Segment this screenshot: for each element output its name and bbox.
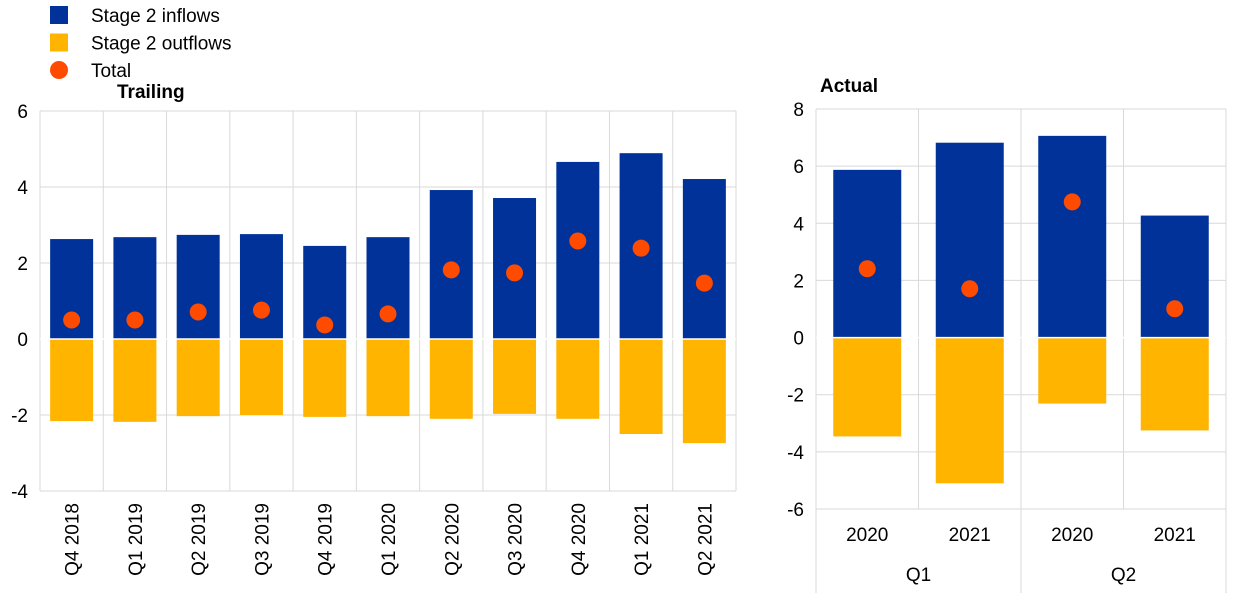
panel-trailing-xtick-label: Q4 2020: [569, 503, 590, 576]
panel-trailing-ytick-label: 6: [17, 102, 28, 123]
panel-trailing-xtick-label: Q3 2019: [252, 503, 273, 576]
panel-actual-xtick-label: 2021: [1154, 525, 1196, 546]
panel-trailing-point-total: [695, 274, 713, 292]
panel-actual-ytick-label: -2: [787, 386, 804, 407]
panel-actual-ytick-label: 8: [793, 100, 804, 121]
panel-trailing-point-total: [569, 232, 587, 250]
panel-trailing-bar-inflows: [239, 234, 283, 339]
legend-outflows-label: Stage 2 outflows: [91, 34, 231, 55]
panel-trailing-bar-outflows: [113, 339, 157, 422]
panel-actual-bar-inflows: [935, 142, 1004, 338]
legend-inflows-label: Stage 2 inflows: [91, 6, 220, 27]
panel-trailing-bar-outflows: [366, 339, 410, 417]
panel-trailing-xtick-label: Q1 2021: [632, 503, 653, 576]
panel-trailing-bar-outflows: [50, 339, 94, 422]
panel-actual-ytick-label: -4: [787, 443, 804, 464]
panel-trailing-ytick-label: 2: [17, 254, 28, 275]
legend-outflows-marker: [50, 33, 68, 52]
panel-actual-xtick-label: 2020: [846, 525, 888, 546]
panel-actual-bar-inflows: [1140, 215, 1209, 338]
panel-trailing-point-total: [442, 261, 460, 279]
panel-trailing-xtick-label: Q4 2019: [316, 503, 337, 576]
panel-actual-ytick-label: -6: [787, 500, 804, 521]
panel-trailing-xtick-label: Q1 2019: [126, 503, 147, 576]
panel-trailing-bar-inflows: [366, 237, 410, 339]
panel-trailing-xtick-label: Q1 2020: [379, 503, 400, 576]
legend-total-label: Total: [91, 61, 131, 82]
panel-trailing-bar-outflows: [682, 339, 726, 444]
panel-trailing-title: Trailing: [117, 82, 185, 103]
panel-trailing-xtick-label: Q4 2018: [63, 503, 84, 576]
panel-actual-bar-outflows: [935, 337, 1004, 484]
panel-actual-point-total: [1166, 300, 1184, 318]
panel-trailing-point-total: [126, 311, 144, 329]
panel-trailing-point-total: [379, 305, 397, 323]
panel-trailing-point-total: [506, 264, 524, 282]
panel-trailing-bar-outflows: [239, 339, 283, 415]
panel-trailing-ytick-label: -4: [11, 482, 28, 503]
panel-trailing-xtick-label: Q2 2020: [442, 503, 463, 576]
panel-trailing-ytick-label: -2: [11, 406, 28, 427]
panel-actual-xtick-label: 2020: [1051, 525, 1093, 546]
panel-actual-ytick-label: 0: [793, 329, 804, 350]
panel-actual-point-total: [1063, 193, 1081, 211]
panel-actual-point-total: [858, 260, 876, 278]
panel-trailing-point-total: [252, 301, 270, 319]
panel-trailing-ytick-label: 0: [17, 330, 28, 351]
panel-trailing-xtick-label: Q2 2019: [189, 503, 210, 576]
panel-trailing-bar-inflows: [176, 234, 220, 339]
panel-actual-point-total: [961, 280, 979, 298]
legend-inflows-marker: [50, 6, 68, 24]
panel-trailing-bar-outflows: [429, 339, 473, 419]
panel-actual-bar-outflows: [1038, 337, 1107, 404]
panel-trailing-point-total: [632, 239, 650, 257]
panel-trailing-bar-inflows: [556, 161, 600, 339]
panel-trailing-point-total: [63, 311, 81, 329]
panel-trailing-xtick-label: Q2 2021: [695, 503, 716, 576]
panel-trailing-ytick-label: 4: [17, 178, 28, 199]
panel-trailing-bar-outflows: [556, 339, 600, 419]
panel-actual-ytick-label: 4: [793, 214, 804, 235]
panel-actual-group-label: Q2: [1111, 565, 1136, 586]
panel-actual-ytick-label: 6: [793, 157, 804, 178]
legend-total-marker: [50, 61, 68, 79]
panel-actual-xtick-label: 2021: [949, 525, 991, 546]
panel-trailing-bar-inflows: [682, 179, 726, 339]
panel-trailing-point-total: [189, 303, 207, 321]
panel-trailing-point-total: [316, 316, 334, 334]
panel-actual-group-label: Q1: [906, 565, 931, 586]
panel-actual-bar-inflows: [833, 169, 902, 338]
panel-actual-ytick-label: 2: [793, 271, 804, 292]
panel-actual-bar-inflows: [1038, 135, 1107, 338]
panel-actual-bar-outflows: [833, 337, 902, 437]
panel-trailing-xtick-label: Q3 2020: [506, 503, 527, 576]
panel-trailing-bar-outflows: [619, 339, 663, 434]
panel-trailing-bar-outflows: [303, 339, 347, 417]
panel-actual-title: Actual: [820, 76, 878, 97]
panel-trailing-bar-outflows: [176, 339, 220, 417]
panel-actual-bar-outflows: [1140, 337, 1209, 431]
panel-trailing-bar-outflows: [493, 339, 537, 414]
